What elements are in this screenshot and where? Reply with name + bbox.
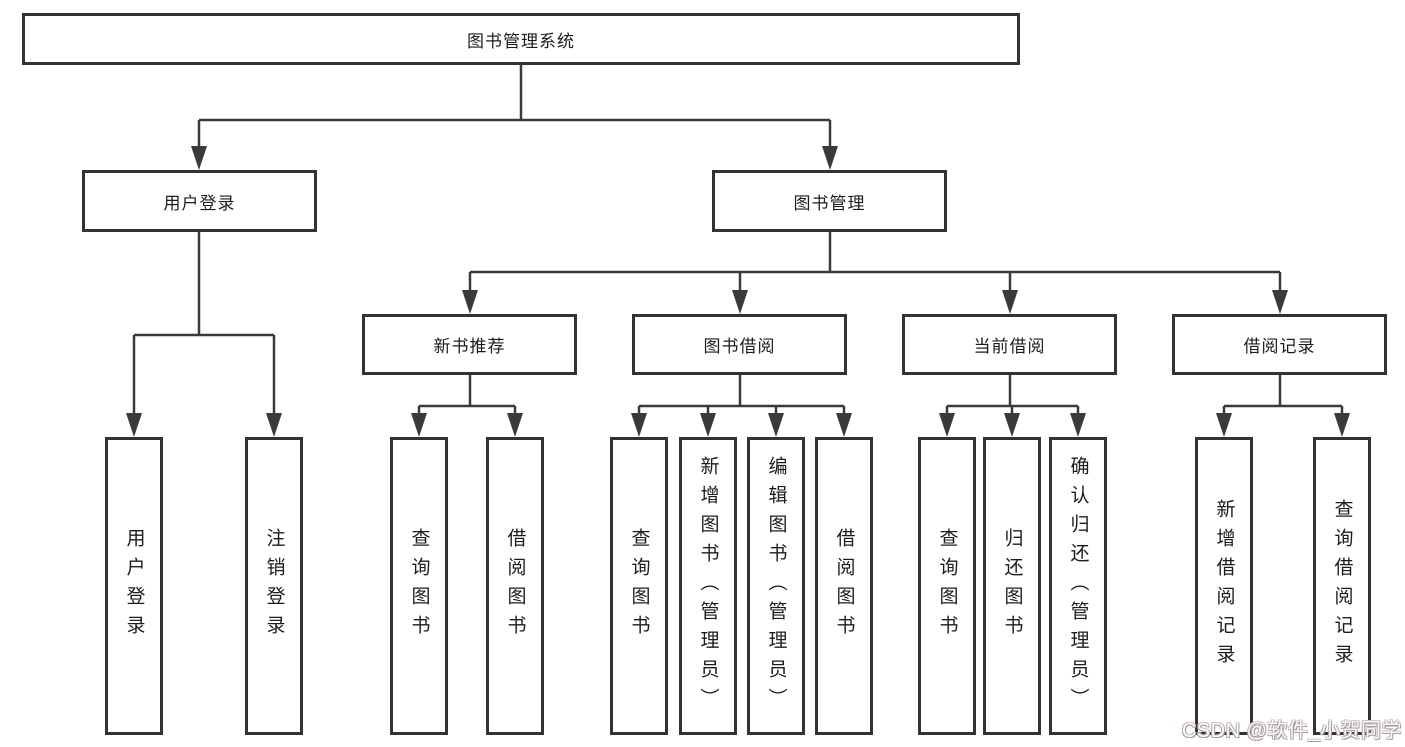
node-new-book-recommend: 新书推荐 [362, 314, 577, 375]
node-user-login: 用户登录 [82, 170, 317, 232]
leaf-edit-books-admin: 编辑图书（管理员） [747, 437, 805, 735]
leaf-query-books-recommend: 查询图书 [390, 437, 448, 735]
node-book-management: 图书管理 [712, 170, 947, 232]
csdn-watermark: CSDN @软件_小贺同学 [1181, 720, 1402, 742]
leaf-confirm-return-admin: 确认归还（管理员） [1049, 437, 1107, 735]
node-borrowing-records: 借阅记录 [1172, 314, 1387, 375]
leaf-logout: 注销登录 [245, 437, 303, 735]
leaf-query-books-borrowing: 查询图书 [610, 437, 668, 735]
leaf-add-borrow-record: 新增借阅记录 [1195, 437, 1253, 735]
leaf-query-books-current: 查询图书 [918, 437, 976, 735]
node-book-borrowing: 图书借阅 [632, 314, 847, 375]
leaf-add-books-admin: 新增图书（管理员） [679, 437, 737, 735]
leaf-return-books: 归还图书 [983, 437, 1041, 735]
leaf-query-borrow-record: 查询借阅记录 [1313, 437, 1371, 735]
node-current-borrowing: 当前借阅 [902, 314, 1117, 375]
leaf-user-login: 用户登录 [105, 437, 163, 735]
leaf-borrow-books-recommend: 借阅图书 [486, 437, 544, 735]
leaf-borrow-books-borrowing: 借阅图书 [815, 437, 873, 735]
node-book-management-system: 图书管理系统 [22, 13, 1020, 65]
